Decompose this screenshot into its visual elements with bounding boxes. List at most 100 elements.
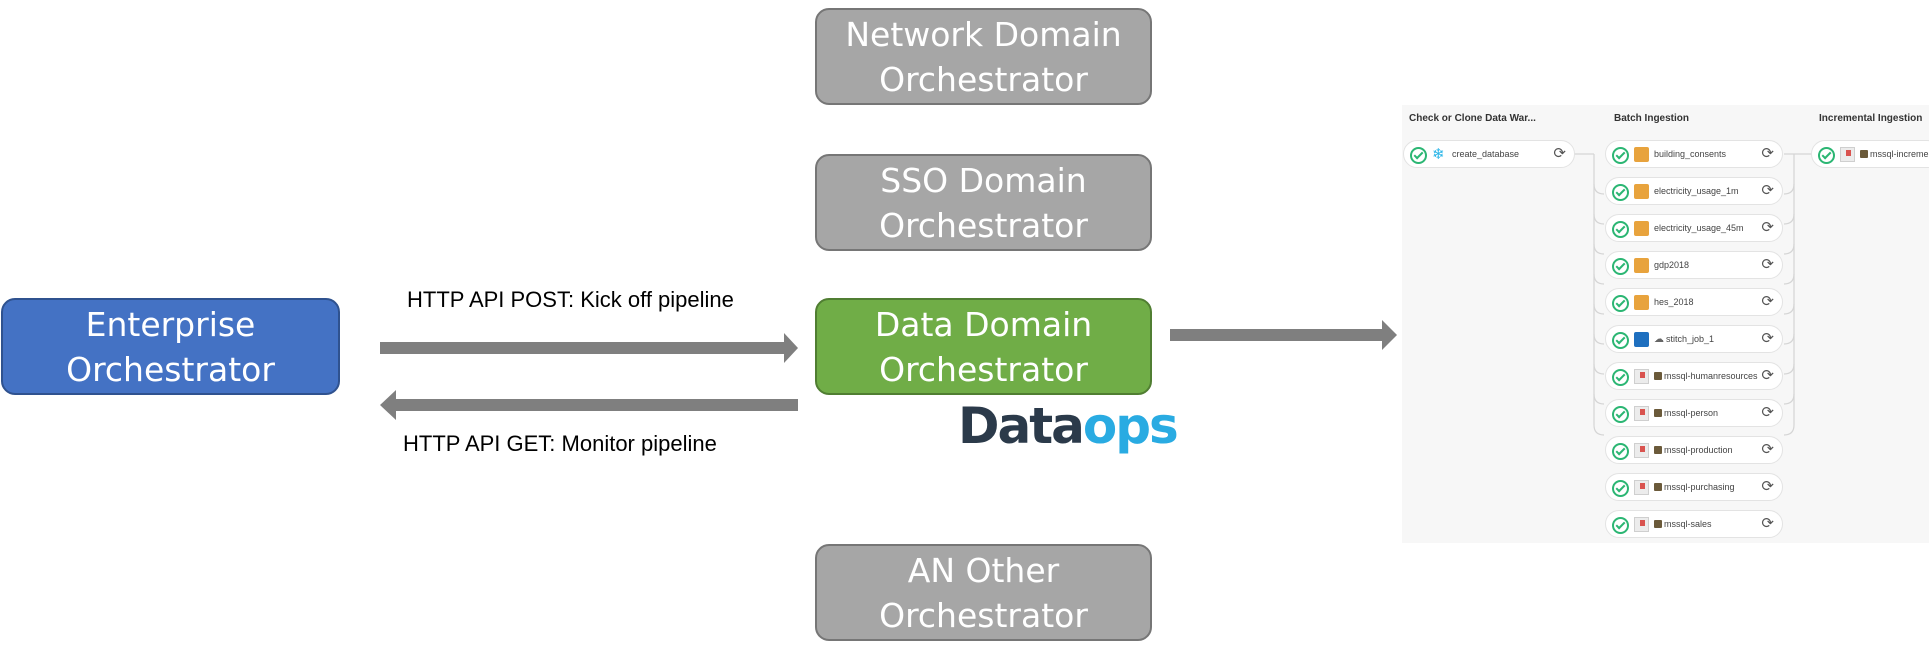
job-name-text: mssql-purchasing — [1664, 482, 1735, 492]
success-check-icon — [1612, 369, 1629, 386]
job-name-text: mssql-person — [1664, 408, 1719, 418]
success-check-icon — [1612, 332, 1629, 349]
mssql-icon — [1634, 480, 1649, 495]
success-check-icon — [1612, 517, 1629, 534]
refresh-icon[interactable]: ⟳ — [1761, 219, 1774, 236]
pipeline-panel: Check or Clone Data War... ❄ create_data… — [1402, 105, 1929, 543]
success-check-icon — [1612, 406, 1629, 423]
job-name: hes_2018 — [1654, 297, 1694, 307]
connector-icon — [1654, 483, 1662, 491]
job-name-text: mssql-production — [1664, 445, 1733, 455]
pipeline-job[interactable]: mssql-production ⟳ — [1605, 436, 1783, 464]
refresh-icon[interactable]: ⟳ — [1761, 478, 1774, 495]
refresh-icon[interactable]: ⟳ — [1761, 182, 1774, 199]
folder-icon — [1634, 295, 1649, 310]
refresh-icon[interactable]: ⟳ — [1553, 145, 1566, 162]
box-line: AN Other — [907, 550, 1060, 590]
post-arrow-label: HTTP API POST: Kick off pipeline — [407, 287, 734, 312]
job-name: building_consents — [1654, 149, 1727, 159]
job-name: mssql-purchasing — [1654, 482, 1735, 492]
mssql-icon — [1634, 517, 1649, 532]
pipeline-job[interactable]: electricity_usage_1m ⟳ — [1605, 177, 1783, 205]
job-name: create_database — [1452, 149, 1520, 159]
pipeline-job[interactable]: mssql-sales ⟳ — [1605, 510, 1783, 538]
refresh-icon[interactable]: ⟳ — [1761, 367, 1774, 384]
pipeline-arrow — [1170, 320, 1397, 350]
refresh-icon[interactable]: ⟳ — [1761, 515, 1774, 532]
connector-icon — [1860, 150, 1868, 158]
pipeline-job[interactable]: mssql-humanresources ⟳ — [1605, 362, 1783, 390]
success-check-icon — [1612, 480, 1629, 497]
refresh-icon[interactable]: ⟳ — [1761, 404, 1774, 421]
data-domain-orchestrator-box: Data Domain Orchestrator — [815, 298, 1152, 395]
connector-icon — [1654, 520, 1662, 528]
box-line: Orchestrator — [879, 205, 1088, 245]
dataops-logo: Dataops — [958, 397, 1179, 455]
pipeline-job[interactable]: mssql-incremen — [1811, 140, 1929, 168]
job-name: mssql-incremen — [1860, 149, 1929, 159]
job-name-text: stitch_job_1 — [1666, 334, 1715, 344]
job-name-text: mssql-sales — [1664, 519, 1712, 529]
pipeline-job[interactable]: electricity_usage_45m ⟳ — [1605, 214, 1783, 242]
an-other-orchestrator-box: AN Other Orchestrator — [815, 544, 1152, 641]
job-name: ☁stitch_job_1 — [1654, 334, 1714, 345]
logo-part1: Data — [958, 397, 1085, 455]
pipeline-job[interactable]: ❄ create_database ⟳ — [1403, 140, 1575, 168]
snowflake-icon: ❄ — [1432, 146, 1445, 163]
job-name: mssql-humanresources — [1654, 371, 1758, 381]
box-line: Orchestrator — [879, 595, 1088, 635]
post-arrow — [380, 333, 798, 363]
refresh-icon[interactable]: ⟳ — [1761, 293, 1774, 310]
success-check-icon — [1612, 221, 1629, 238]
mssql-icon — [1634, 406, 1649, 421]
box-line: Orchestrator — [66, 349, 275, 389]
success-check-icon — [1612, 184, 1629, 201]
box-line: Enterprise — [85, 304, 256, 344]
pipeline-job[interactable]: mssql-person ⟳ — [1605, 399, 1783, 427]
folder-icon — [1634, 147, 1649, 162]
stage-title: Check or Clone Data War... — [1409, 113, 1536, 124]
pipeline-job[interactable]: building_consents ⟳ — [1605, 140, 1783, 168]
job-name: mssql-person — [1654, 408, 1718, 418]
pipeline-connectors — [1574, 153, 1816, 436]
job-name: mssql-production — [1654, 445, 1733, 455]
stitch-icon — [1634, 332, 1649, 347]
job-name: gdp2018 — [1654, 260, 1690, 270]
stage-title: Batch Ingestion — [1614, 113, 1690, 124]
box-line: Network Domain — [845, 14, 1122, 54]
refresh-icon[interactable]: ⟳ — [1761, 256, 1774, 273]
success-check-icon — [1612, 443, 1629, 460]
connector-icon — [1654, 446, 1662, 454]
pipeline-job[interactable]: mssql-purchasing ⟳ — [1605, 473, 1783, 501]
pipeline-job[interactable]: ☁stitch_job_1 ⟳ — [1605, 325, 1783, 353]
enterprise-orchestrator-box: Enterprise Orchestrator — [1, 298, 340, 395]
job-name-text: mssql-humanresources — [1664, 371, 1758, 381]
stage-title: Incremental Ingestion — [1819, 113, 1923, 124]
cloud-icon: ☁ — [1654, 334, 1664, 345]
job-name-text: mssql-incremen — [1870, 149, 1929, 159]
pipeline-job[interactable]: hes_2018 ⟳ — [1605, 288, 1783, 316]
network-domain-orchestrator-box: Network Domain Orchestrator — [815, 8, 1152, 105]
refresh-icon[interactable]: ⟳ — [1761, 441, 1774, 458]
success-check-icon — [1818, 147, 1835, 164]
folder-icon — [1634, 184, 1649, 199]
logo-part2: ops — [1082, 397, 1179, 455]
box-line: Data Domain — [874, 304, 1093, 344]
sso-domain-orchestrator-box: SSO Domain Orchestrator — [815, 154, 1152, 251]
success-check-icon — [1612, 258, 1629, 275]
get-arrow-label: HTTP API GET: Monitor pipeline — [403, 431, 717, 456]
folder-icon — [1634, 258, 1649, 273]
get-arrow — [380, 390, 798, 420]
connector-icon — [1654, 372, 1662, 380]
success-check-icon — [1612, 295, 1629, 312]
pipeline-job[interactable]: gdp2018 ⟳ — [1605, 251, 1783, 279]
job-name: electricity_usage_45m — [1654, 223, 1744, 233]
connector-icon — [1654, 409, 1662, 417]
success-check-icon — [1612, 147, 1629, 164]
job-name: mssql-sales — [1654, 519, 1712, 529]
refresh-icon[interactable]: ⟳ — [1761, 145, 1774, 162]
box-line: Orchestrator — [879, 59, 1088, 99]
mssql-icon — [1634, 369, 1649, 384]
box-line: Orchestrator — [879, 349, 1088, 389]
refresh-icon[interactable]: ⟳ — [1761, 330, 1774, 347]
